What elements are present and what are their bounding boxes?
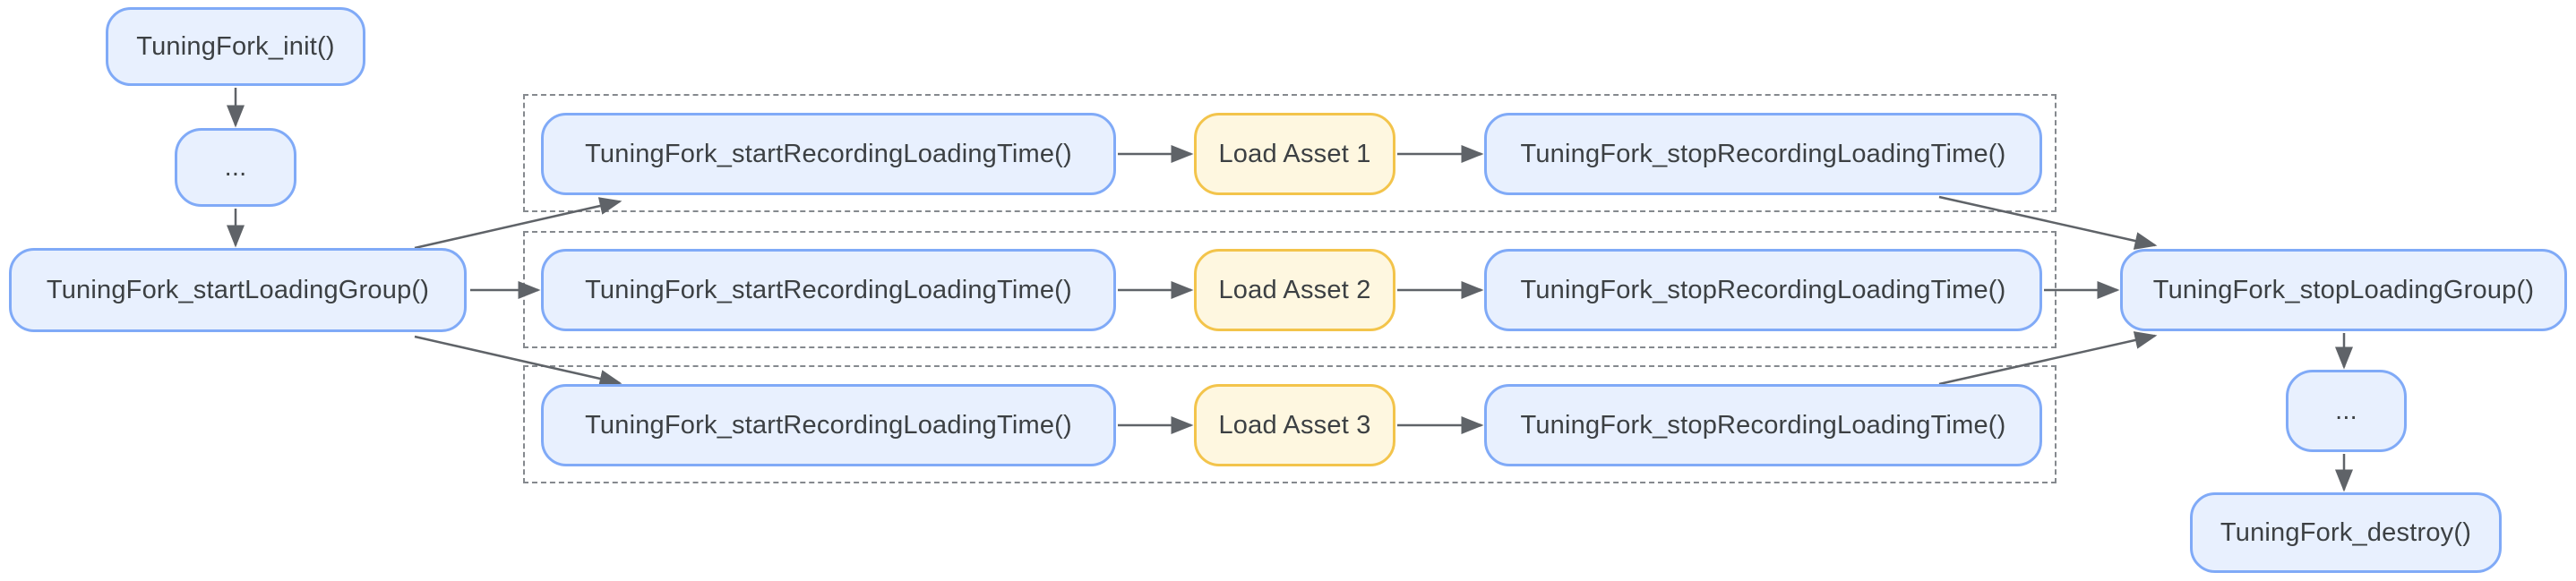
node-row2-stop-recording-label: TuningFork_stopRecordingLoadingTime() xyxy=(1520,275,2006,304)
node-row3-stop-recording-label: TuningFork_stopRecordingLoadingTime() xyxy=(1520,410,2006,440)
node-start-loading-group-label: TuningFork_startLoadingGroup() xyxy=(46,275,430,304)
node-row1-stop-recording-label: TuningFork_stopRecordingLoadingTime() xyxy=(1520,139,2006,168)
node-row1-load-asset: Load Asset 1 xyxy=(1194,113,1395,195)
node-ellipsis-end-label: ... xyxy=(2335,396,2357,425)
node-row1-start-recording-label: TuningFork_startRecordingLoadingTime() xyxy=(585,139,1072,168)
node-destroy-label: TuningFork_destroy() xyxy=(2220,517,2472,547)
node-destroy: TuningFork_destroy() xyxy=(2190,492,2502,573)
node-row3-load-asset: Load Asset 3 xyxy=(1194,384,1395,466)
node-row2-stop-recording: TuningFork_stopRecordingLoadingTime() xyxy=(1484,249,2042,331)
node-ellipsis-start-label: ... xyxy=(224,152,247,182)
node-start-loading-group: TuningFork_startLoadingGroup() xyxy=(9,248,467,332)
node-row2-load-asset-label: Load Asset 2 xyxy=(1218,275,1371,304)
node-init: TuningFork_init() xyxy=(106,7,365,86)
node-row3-load-asset-label: Load Asset 3 xyxy=(1218,410,1371,440)
node-row1-start-recording: TuningFork_startRecordingLoadingTime() xyxy=(541,113,1116,195)
node-row2-start-recording-label: TuningFork_startRecordingLoadingTime() xyxy=(585,275,1072,304)
node-stop-loading-group: TuningFork_stopLoadingGroup() xyxy=(2120,249,2567,331)
node-row2-start-recording: TuningFork_startRecordingLoadingTime() xyxy=(541,249,1116,331)
loading-group-row-1 xyxy=(523,94,2057,212)
node-ellipsis-end: ... xyxy=(2286,370,2407,452)
node-row1-load-asset-label: Load Asset 1 xyxy=(1218,139,1371,168)
node-init-label: TuningFork_init() xyxy=(136,31,335,61)
node-ellipsis-start: ... xyxy=(175,128,296,207)
node-row1-stop-recording: TuningFork_stopRecordingLoadingTime() xyxy=(1484,113,2042,195)
node-stop-loading-group-label: TuningFork_stopLoadingGroup() xyxy=(2152,275,2535,304)
loading-group-row-3 xyxy=(523,365,2057,483)
node-row2-load-asset: Load Asset 2 xyxy=(1194,249,1395,331)
node-row3-start-recording: TuningFork_startRecordingLoadingTime() xyxy=(541,384,1116,466)
node-row3-start-recording-label: TuningFork_startRecordingLoadingTime() xyxy=(585,410,1072,440)
node-row3-stop-recording: TuningFork_stopRecordingLoadingTime() xyxy=(1484,384,2042,466)
